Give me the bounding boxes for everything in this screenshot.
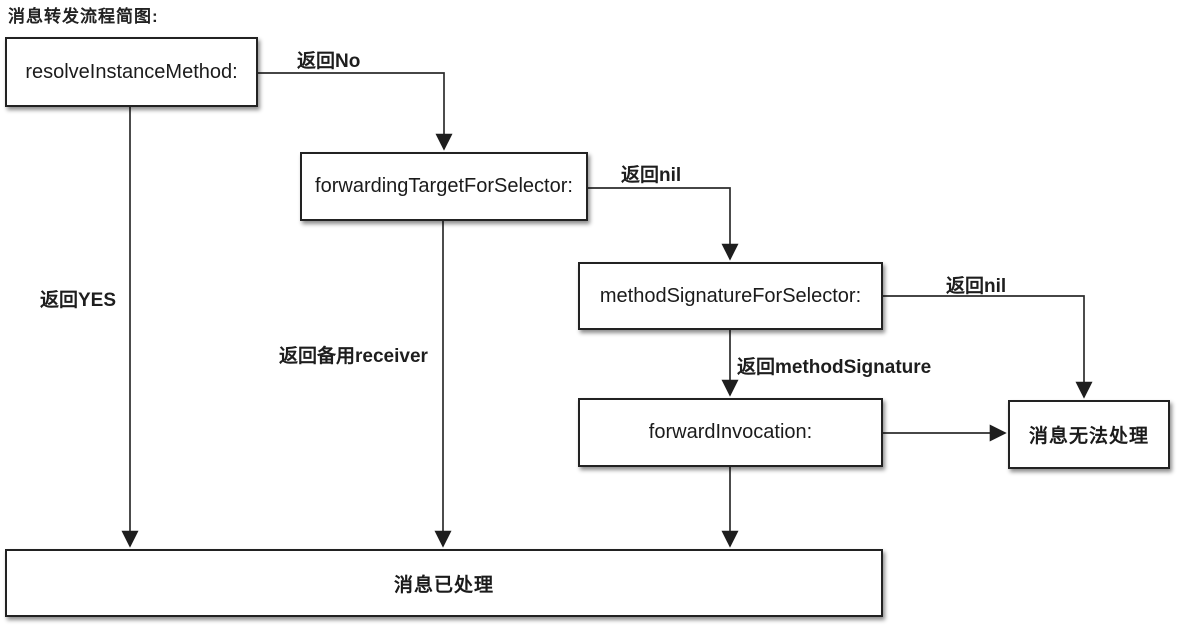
- edge-label-return-nil-first: 返回nil: [621, 165, 682, 186]
- arrow-resolve-to-forwarding-target: [258, 72, 453, 151]
- node-method-signature-for-selector: methodSignatureForSelector:: [578, 262, 883, 330]
- node-forwarding-target-for-selector: forwardingTargetForSelector:: [300, 152, 588, 221]
- arrow-method-signature-to-unhandled: [883, 295, 1093, 399]
- arrow-forwarding-target-to-method-signature: [587, 187, 739, 261]
- edge-label-return-no: 返回No: [297, 51, 361, 72]
- diagram-title: 消息转发流程简图:: [8, 7, 159, 26]
- node-message-handled: 消息已处理: [5, 549, 883, 617]
- edge-label-return-nil-second: 返回nil: [946, 276, 1007, 297]
- edge-label-return-backup-receiver: 返回备用receiver: [279, 346, 428, 367]
- edge-label-return-yes: 返回YES: [40, 290, 117, 311]
- edge-label-return-method-signature: 返回methodSignature: [737, 357, 932, 378]
- node-message-unhandled: 消息无法处理: [1008, 400, 1170, 469]
- node-forward-invocation: forwardInvocation:: [578, 398, 883, 467]
- node-resolve-instance-method: resolveInstanceMethod:: [5, 37, 258, 107]
